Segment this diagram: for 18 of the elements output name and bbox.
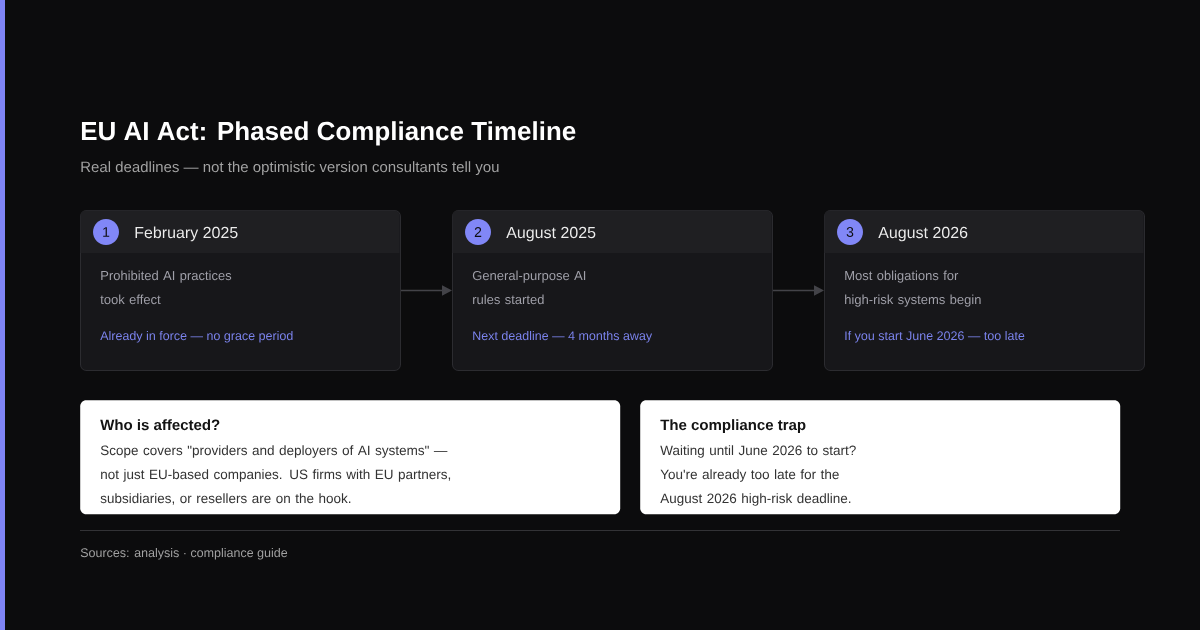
subtitle: Real deadlines — not the optimistic version consultants tell you xyxy=(81,161,499,176)
status-note: Already in force — no grace period xyxy=(100,330,293,343)
card-heading: Who is affected? xyxy=(100,419,220,431)
date-heading: August 2026 xyxy=(878,226,968,242)
card-heading: The compliance trap xyxy=(660,419,806,434)
source-note: Sources: analysis · compliance guide xyxy=(80,547,288,560)
arrow xyxy=(772,285,824,296)
date-heading: August 2025 xyxy=(506,226,596,242)
status-note: Next deadline — 4 months away xyxy=(473,330,653,343)
date-heading: February 2025 xyxy=(135,226,238,242)
arrow xyxy=(400,285,452,296)
card-text: Scope covers "providers and deployers of AI systems" — not just EU-based companies. US firms with EU partners, subsidiaries, or resellers are on the hook. xyxy=(100,445,451,505)
description: Most obligations for high-risk systems begin xyxy=(845,270,981,307)
description: Prohibited AI practices took effect xyxy=(100,270,232,305)
title: EU AI Act: Phased Compliance Timeline xyxy=(81,121,576,146)
card-text: Waiting until June 2026 to start? You're already too late for the August 2026 high-risk deadline. xyxy=(660,445,856,506)
description: General-purpose AI rules started xyxy=(472,270,586,305)
status-note: If you start June 2026 — too late xyxy=(845,330,1025,343)
